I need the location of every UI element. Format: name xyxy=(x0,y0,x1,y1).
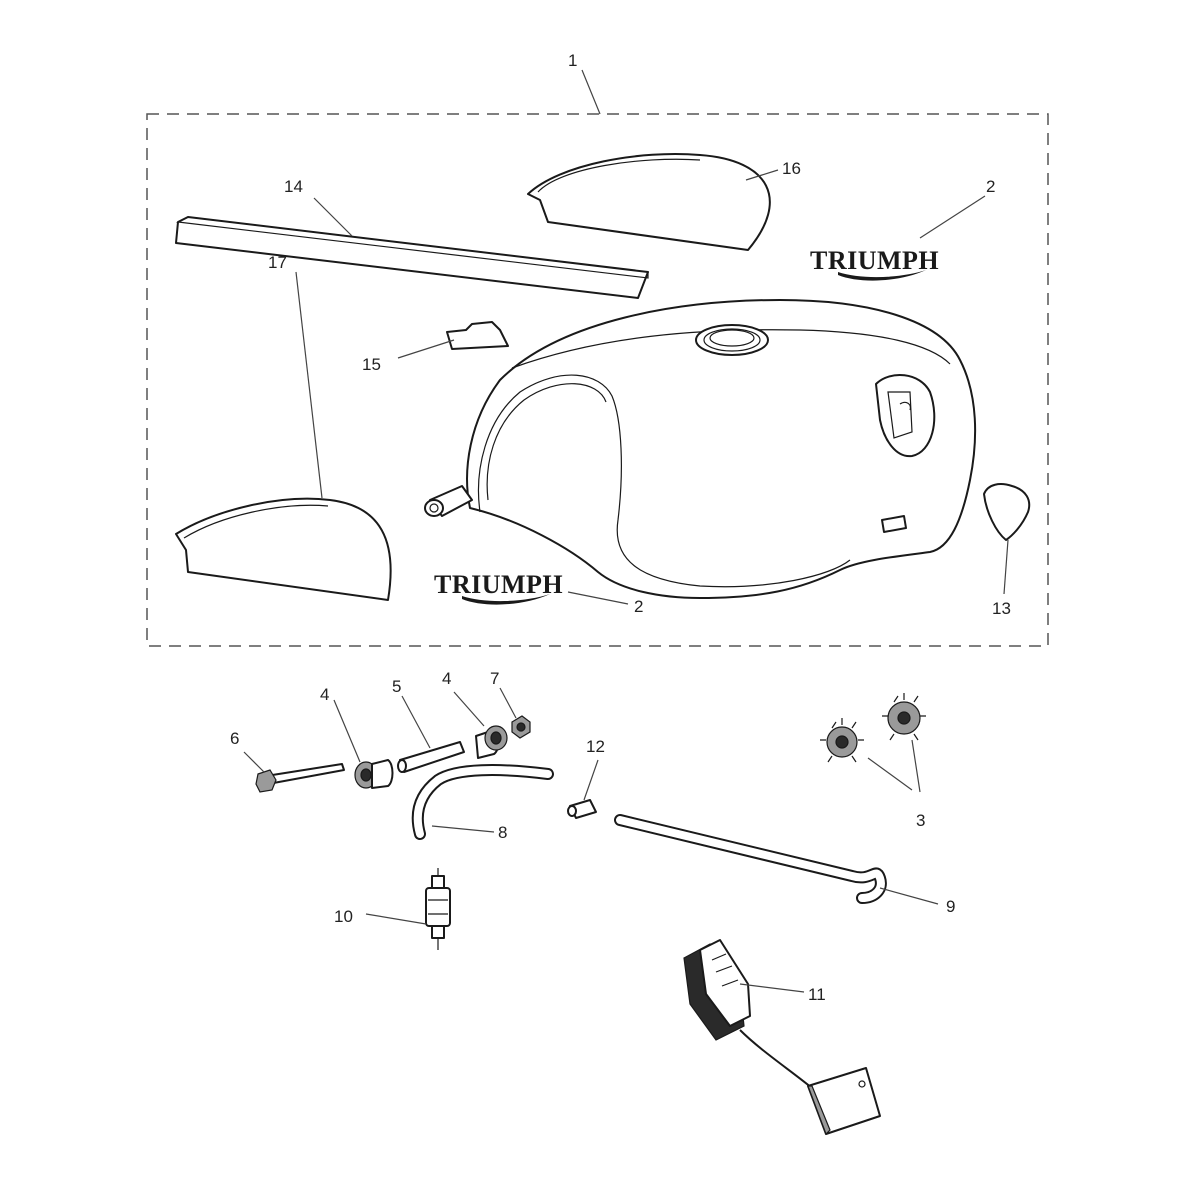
callout-3: 3 xyxy=(916,811,925,830)
callout-7: 7 xyxy=(490,669,499,688)
part-connector-12[interactable] xyxy=(567,799,597,819)
callout-10: 10 xyxy=(334,907,353,926)
callout-13: 13 xyxy=(992,599,1011,618)
logo-text-lower: TRIUMPH xyxy=(434,570,563,599)
part-filter-10[interactable] xyxy=(425,868,451,950)
part-grommet-4-left[interactable] xyxy=(354,759,394,789)
part-nut-7[interactable] xyxy=(511,715,531,739)
logo-decal-lower[interactable]: TRIUMPH xyxy=(434,570,563,605)
callout-11: 11 xyxy=(808,985,826,1004)
callout-12: 12 xyxy=(586,737,605,756)
part-knee-pad-16[interactable] xyxy=(527,153,771,251)
part-sender-11[interactable] xyxy=(683,939,881,1136)
part-badge-15[interactable] xyxy=(446,321,509,350)
part-bolt-6[interactable] xyxy=(255,763,345,793)
part-pipe-9[interactable] xyxy=(614,814,887,904)
part-spacer-5[interactable] xyxy=(397,741,465,773)
callout-2-lower: 2 xyxy=(634,597,643,616)
callout-2-upper: 2 xyxy=(986,177,995,196)
part-grommet-13[interactable] xyxy=(983,483,1031,541)
tank-fuel-outlet xyxy=(424,485,473,517)
callout-9: 9 xyxy=(946,897,955,916)
part-gear-3b[interactable] xyxy=(882,693,926,741)
part-grommet-4-right[interactable] xyxy=(475,725,508,759)
leader-lines xyxy=(243,69,1009,993)
callout-8: 8 xyxy=(498,823,507,842)
callout-14: 14 xyxy=(284,177,303,196)
callout-1: 1 xyxy=(568,51,577,70)
kit-boundary xyxy=(146,113,1049,647)
callout-4-left: 4 xyxy=(320,685,329,704)
part-hose-8[interactable] xyxy=(411,764,554,840)
callout-17: 17 xyxy=(268,253,287,272)
callout-16: 16 xyxy=(782,159,801,178)
part-knee-pad-17[interactable] xyxy=(175,497,392,601)
callout-15: 15 xyxy=(362,355,381,374)
logo-text-upper: TRIUMPH xyxy=(810,246,939,275)
callout-5: 5 xyxy=(392,677,401,696)
callout-6: 6 xyxy=(230,729,239,748)
logo-decal-upper[interactable]: TRIUMPH xyxy=(810,246,939,281)
callout-4-right: 4 xyxy=(442,669,451,688)
fuel-tank[interactable] xyxy=(424,299,977,599)
part-stripe-14[interactable] xyxy=(175,216,649,299)
callout-numbers: 1 2 2 3 4 4 5 6 7 8 9 10 11 12 13 14 15 … xyxy=(230,51,1011,1004)
part-gear-3a[interactable] xyxy=(820,718,864,763)
